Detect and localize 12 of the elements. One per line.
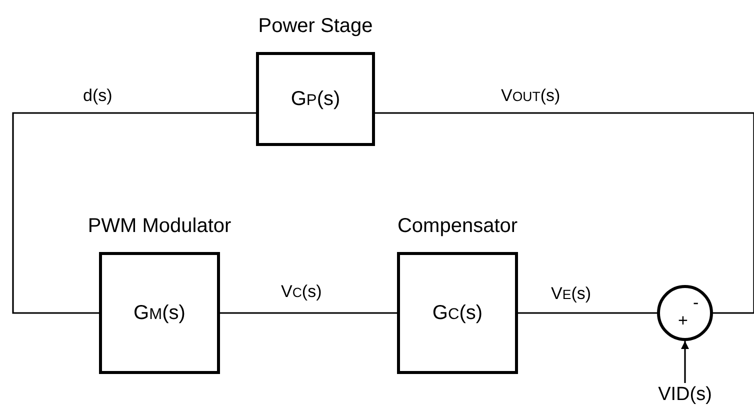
signal-label: VID(s) [658, 384, 712, 406]
block-title: PWM Modulator [88, 215, 232, 238]
sign-symbol: + [678, 312, 688, 329]
signal-line [12, 112, 256, 314]
block-title: Power Stage [258, 15, 373, 38]
sign-symbol: - [693, 294, 699, 311]
arrow [681, 341, 689, 383]
signal-line [375, 112, 754, 314]
signal-line [518, 312, 657, 314]
block-title: Compensator [397, 215, 518, 238]
edge-label: d(s) [82, 86, 114, 106]
signal-line [220, 312, 397, 314]
